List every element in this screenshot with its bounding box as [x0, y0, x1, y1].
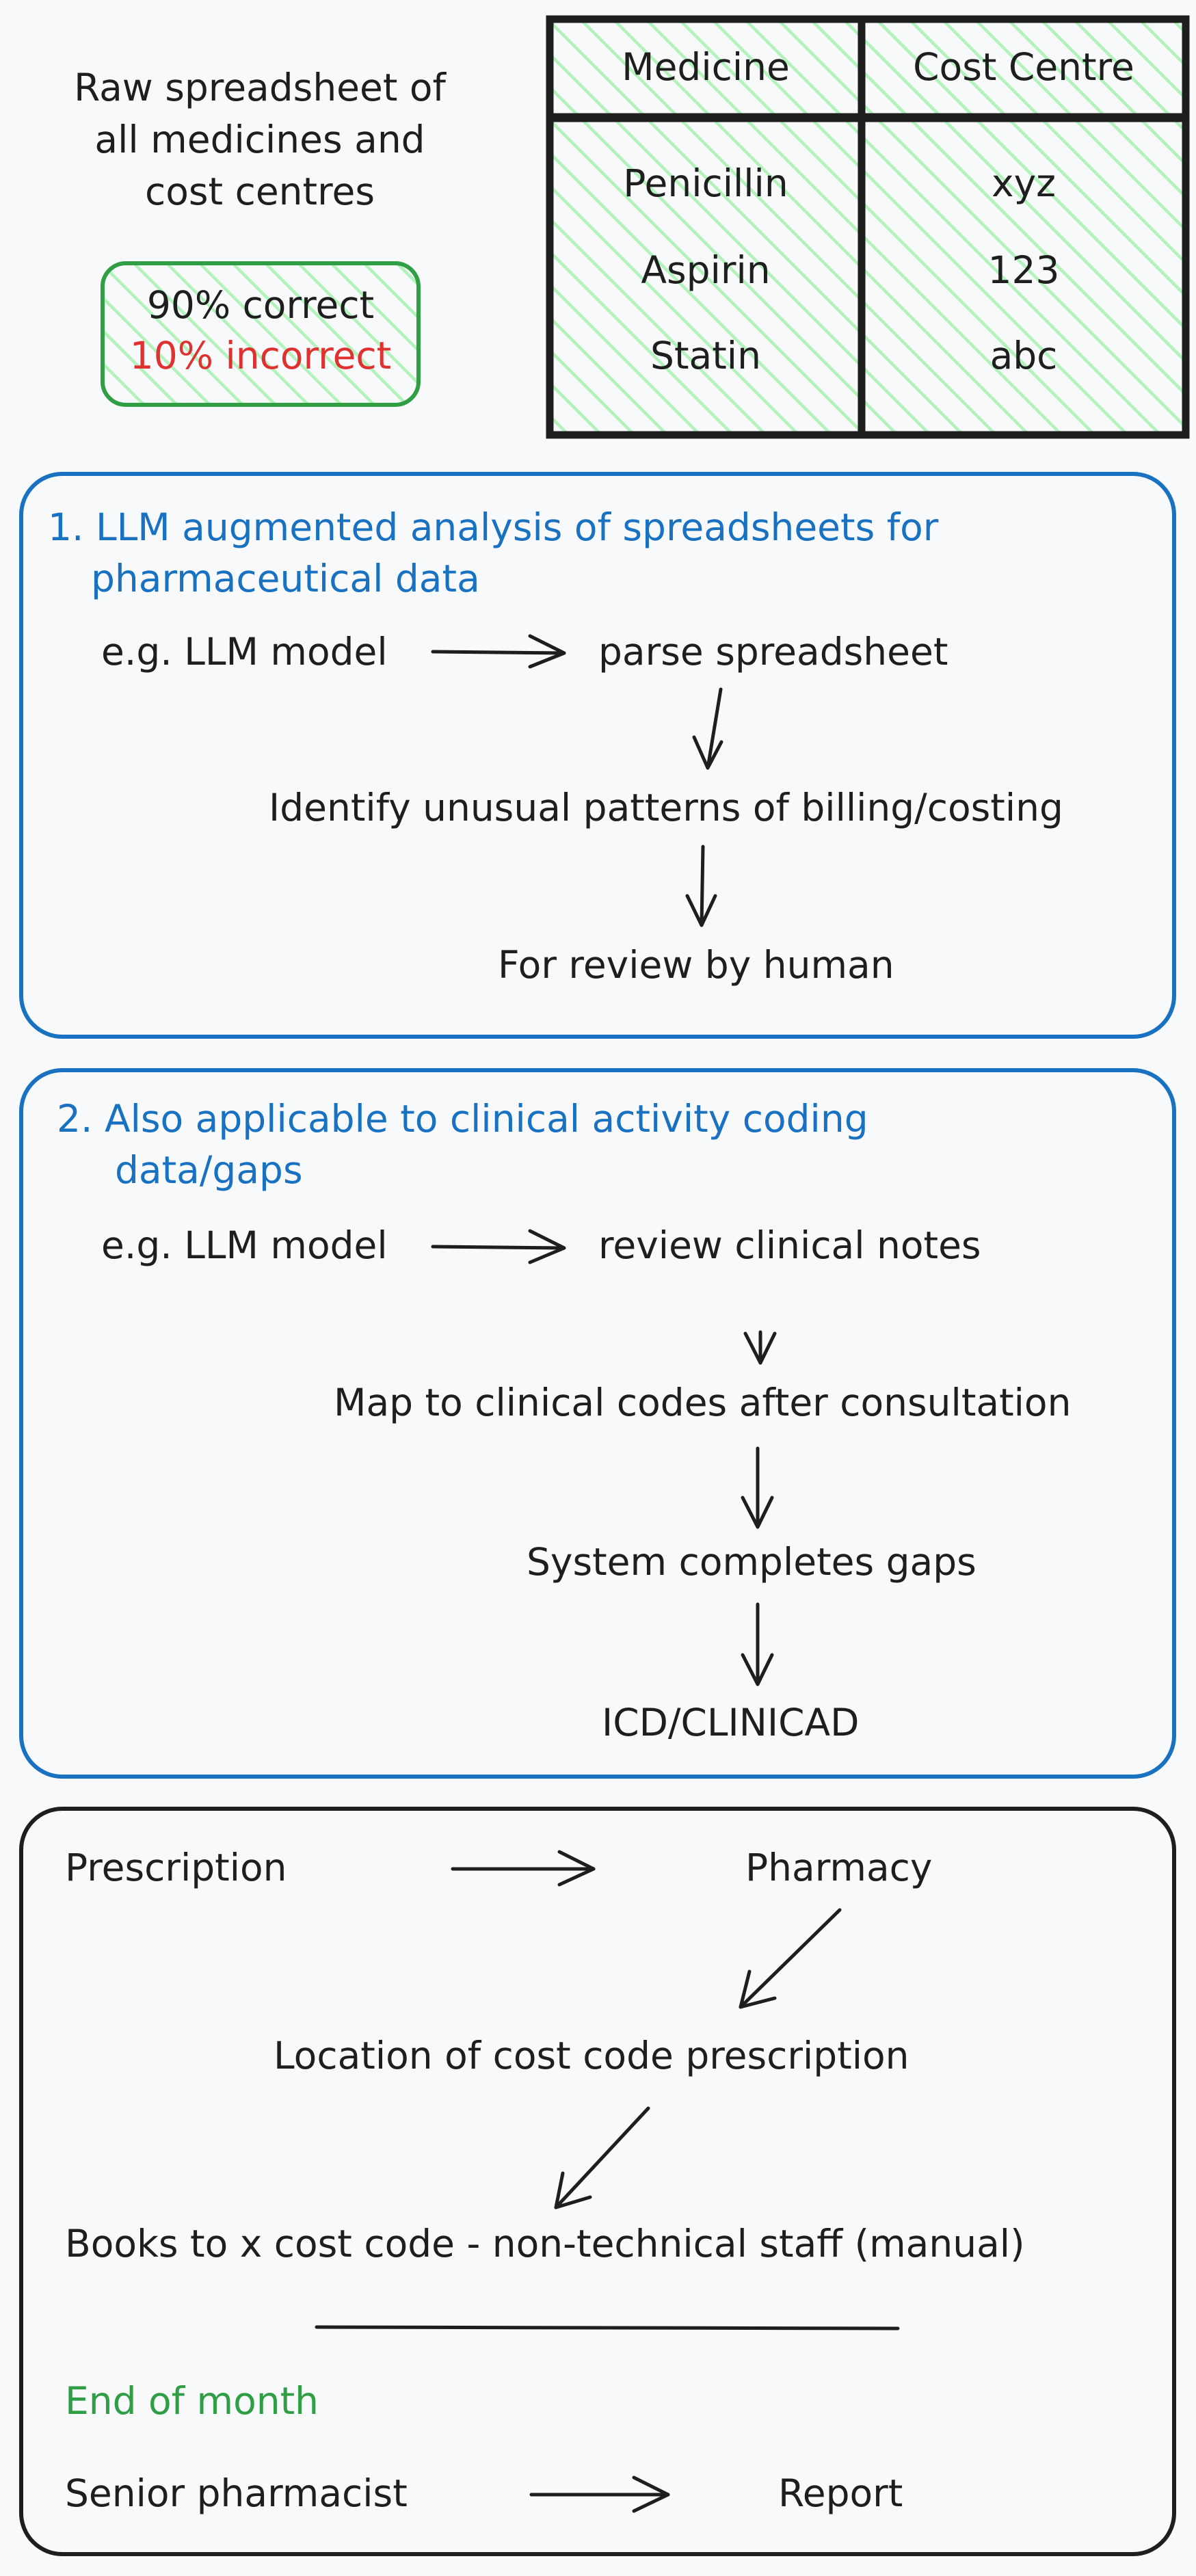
accuracy-badge	[101, 261, 421, 407]
section1-box	[19, 472, 1176, 1039]
section1-title-line-1: 1. LLM augmented analysis of spreadsheet…	[48, 505, 939, 549]
arrow-right-icon	[431, 634, 566, 669]
table-cell: xyz	[992, 161, 1056, 205]
section3-location: Location of cost code prescription	[274, 2034, 909, 2077]
table-cell: abc	[989, 334, 1058, 377]
section1-title-line-2: pharmaceutical data	[91, 557, 480, 600]
table-header-cost-centre: Cost Centre	[913, 45, 1134, 89]
section2-box	[19, 1068, 1176, 1779]
arrow-down-icon	[685, 845, 717, 927]
arrow-down-icon	[743, 1330, 777, 1365]
section2-step-map-codes: Map to clinical codes after consultation	[334, 1381, 1072, 1424]
arrow-down-icon	[741, 1602, 774, 1686]
table-cell: 123	[987, 248, 1060, 292]
section1-step-identify: Identify unusual patterns of billing/cos…	[269, 786, 1063, 829]
section3-prescription: Prescription	[65, 1846, 287, 1889]
section2-example: e.g. LLM model	[101, 1223, 388, 1267]
table-cell: Aspirin	[641, 248, 771, 292]
section1-step-review: For review by human	[498, 943, 894, 987]
section2-title-line-2: data/gaps	[115, 1148, 303, 1192]
divider-line	[315, 2325, 900, 2331]
section1-step-parse: parse spreadsheet	[598, 630, 948, 674]
section3-senior-pharmacist: Senior pharmacist	[65, 2471, 408, 2515]
section3-report: Report	[778, 2471, 903, 2515]
medicine-table	[546, 15, 1190, 439]
arrow-down-icon	[741, 1446, 774, 1529]
section3-end-of-month: End of month	[65, 2379, 319, 2423]
table-header-medicine: Medicine	[622, 45, 790, 89]
table-cell: Statin	[650, 334, 761, 377]
section2-step-icd: ICD/CLINICAD	[602, 1701, 860, 1744]
section3-box	[19, 1807, 1176, 2556]
arrow-right-icon	[529, 2475, 670, 2513]
intro-heading-line-1: Raw spreadsheet of	[74, 66, 446, 109]
arrow-down-icon	[692, 687, 723, 770]
section2-step-complete-gaps: System completes gaps	[527, 1540, 976, 1584]
section3-pharmacy: Pharmacy	[745, 1846, 933, 1889]
arrow-down-left-icon	[739, 1908, 842, 2009]
intro-heading-line-2: all medicines and	[94, 118, 425, 161]
section2-title-line-1: 2. Also applicable to clinical activity …	[57, 1097, 868, 1141]
badge-correct: 90% correct	[146, 283, 375, 327]
section3-books: Books to x cost code - non-technical sta…	[65, 2222, 1025, 2266]
section1-example: e.g. LLM model	[101, 630, 388, 674]
arrow-right-icon	[451, 1850, 596, 1887]
arrow-right-icon	[431, 1229, 566, 1264]
section2-step-review-notes: review clinical notes	[598, 1223, 981, 1267]
table-cell: Penicillin	[623, 161, 788, 205]
intro-heading-line-3: cost centres	[145, 170, 375, 213]
badge-incorrect: 10% incorrect	[129, 334, 392, 377]
arrow-down-left-icon	[554, 2106, 650, 2209]
